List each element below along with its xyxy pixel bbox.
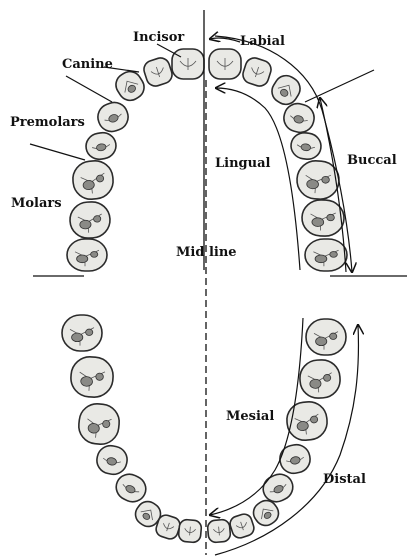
lower-tooth xyxy=(299,359,341,399)
upper-tooth xyxy=(209,49,241,79)
lower-tooth xyxy=(77,402,121,446)
label-mesial: Mesial xyxy=(226,409,274,424)
lower-tooth xyxy=(228,512,256,540)
upper-tooth xyxy=(301,199,344,236)
label-incisor: Incisor xyxy=(133,30,184,45)
upper-tooth xyxy=(305,239,347,271)
label-midline: Mid line xyxy=(176,245,237,260)
upper-tooth xyxy=(67,239,107,271)
upper-tooth xyxy=(241,56,274,89)
upper-tooth xyxy=(172,49,204,79)
lower-tooth xyxy=(178,519,202,543)
upper-tooth xyxy=(281,101,317,136)
label-buccal: Buccal xyxy=(347,153,397,168)
buccal-pointer xyxy=(305,70,374,102)
label-distal: Distal xyxy=(323,472,366,487)
lower-arch xyxy=(62,315,346,543)
label-lingual: Lingual xyxy=(215,156,270,171)
lower-tooth xyxy=(94,443,129,477)
lower-tooth xyxy=(277,442,312,476)
label-labial: Labial xyxy=(240,34,285,49)
lower-tooth xyxy=(112,470,150,506)
upper-tooth xyxy=(71,159,115,201)
label-canine: Canine xyxy=(62,57,113,72)
premolar-pointer-1 xyxy=(66,76,112,102)
upper-tooth xyxy=(69,201,111,239)
upper-tooth xyxy=(112,67,149,105)
lower-tooth xyxy=(306,319,346,355)
upper-tooth xyxy=(94,99,132,136)
upper-tooth xyxy=(142,56,175,89)
label-molars: Molars xyxy=(11,196,62,211)
lower-tooth xyxy=(207,519,231,543)
label-premolars: Premolars xyxy=(10,115,85,130)
upper-tooth xyxy=(84,131,118,162)
upper-tooth xyxy=(289,131,322,161)
upper-arch xyxy=(67,49,347,271)
lower-tooth xyxy=(70,356,115,399)
premolar-pointer-2 xyxy=(30,144,85,160)
lower-tooth xyxy=(62,315,102,351)
